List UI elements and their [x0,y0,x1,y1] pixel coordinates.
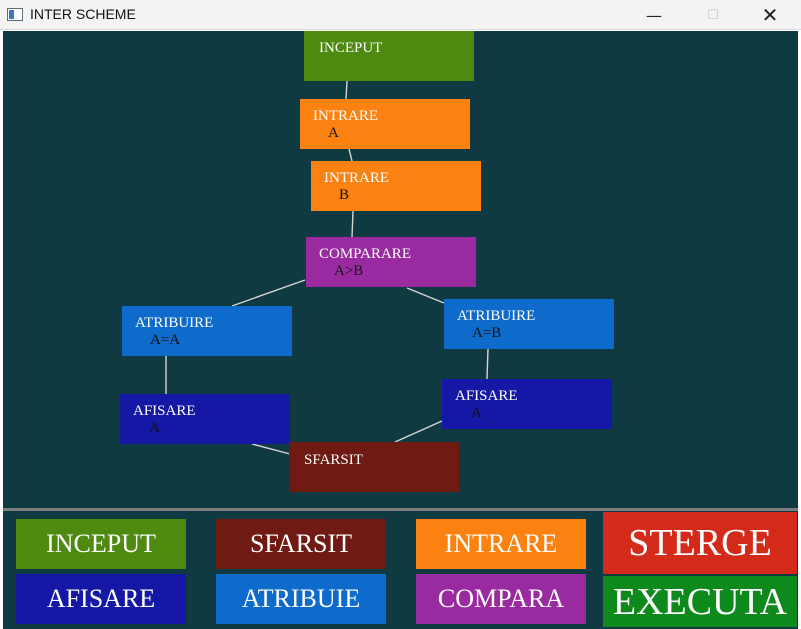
add-inceput-button[interactable]: INCEPUT [16,519,186,569]
minimize-icon[interactable]: — [646,5,662,25]
connector-line [486,348,489,380]
node-label: AFISARE [455,388,518,404]
node-value: B [339,187,350,203]
node-value: A [149,420,160,436]
node-intrare-b[interactable]: INTRARE B [311,161,481,211]
connector-line [394,420,443,443]
node-value: A [471,405,482,421]
node-inceput[interactable]: INCEPUT [304,31,474,81]
node-sfarsit[interactable]: SFARSIT [289,442,459,492]
maximize-icon[interactable]: ☐ [707,7,719,23]
connector-line [348,148,353,162]
node-atribuire-right[interactable]: ATRIBUIRE A=B [444,299,614,349]
connector-line [351,210,354,238]
node-label: INTRARE [313,108,378,124]
node-value: A>B [334,263,364,279]
node-comparare[interactable]: COMPARARE A>B [306,237,476,287]
node-label: INCEPUT [319,40,383,56]
connector-line [345,80,348,100]
sterge-button[interactable]: STERGE [603,512,797,574]
add-intrare-button[interactable]: INTRARE [416,519,586,569]
node-intrare-a[interactable]: INTRARE A [300,99,470,149]
node-value: A=A [150,332,181,348]
node-afisare-right[interactable]: AFISARE A [442,379,612,429]
add-atribuie-button[interactable]: ATRIBUIE [216,574,386,624]
add-sfarsit-button[interactable]: SFARSIT [216,519,386,569]
window-title: INTER SCHEME [30,6,136,22]
node-afisare-left[interactable]: AFISARE A [120,394,290,444]
executa-button[interactable]: EXECUTA [603,576,797,627]
node-atribuire-left[interactable]: ATRIBUIRE A=A [122,306,292,356]
node-label: SFARSIT [304,452,363,468]
node-label: INTRARE [324,170,389,186]
node-label: COMPARARE [319,246,411,262]
close-icon[interactable]: ✕ [761,3,779,27]
title-bar: INTER SCHEME — ☐ ✕ [0,0,801,30]
add-afisare-button[interactable]: AFISARE [16,574,186,624]
connector-line [251,443,291,455]
node-value: A=B [472,325,502,341]
connector-line [231,279,306,307]
add-compara-button[interactable]: COMPARA [416,574,586,624]
app-window-icon [7,8,23,21]
connector-line [406,287,445,304]
block-palette: INCEPUT SFARSIT INTRARE AFISARE ATRIBUIE… [3,511,798,629]
node-label: ATRIBUIRE [457,308,536,324]
node-label: ATRIBUIRE [135,315,214,331]
panel-divider [3,508,798,511]
connection-lines [165,80,489,455]
node-value: A [328,125,339,141]
scheme-canvas[interactable]: INCEPUT INTRARE A INTRARE B COMPARARE A>… [3,31,798,508]
node-label: AFISARE [133,403,196,419]
